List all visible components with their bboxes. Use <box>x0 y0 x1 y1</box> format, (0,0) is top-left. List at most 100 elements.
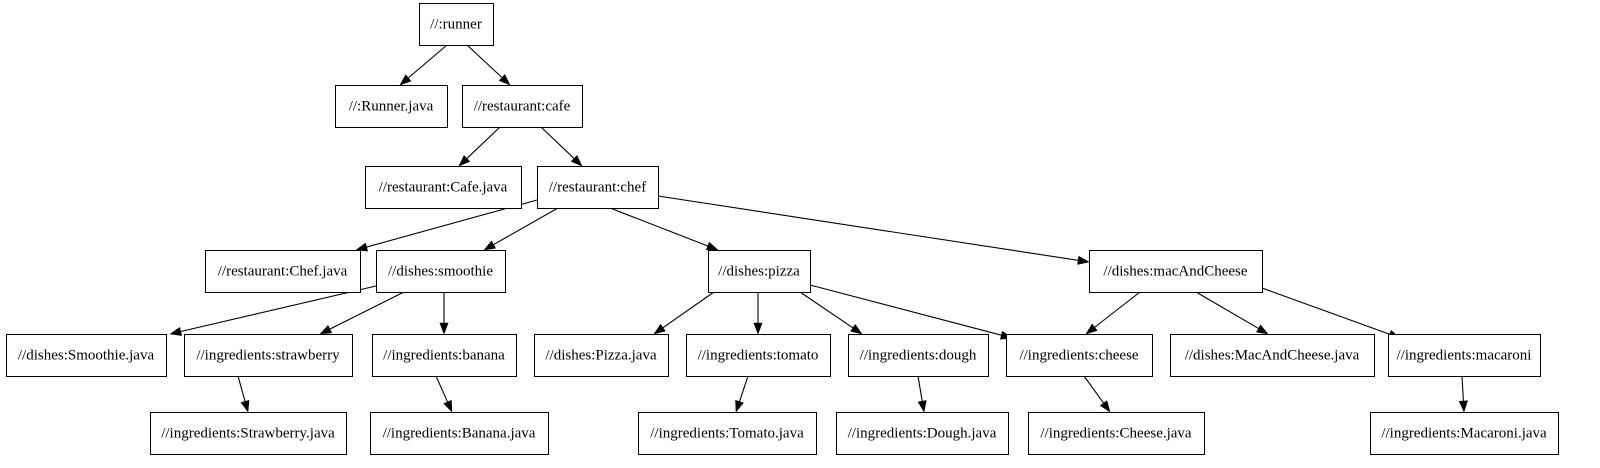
graph-node-macandcheese_java[interactable]: //dishes:MacAndCheese.java <box>1170 334 1375 377</box>
edge-arrowhead-icon <box>439 322 449 335</box>
node-label: //ingredients:Tomato.java <box>650 425 804 441</box>
graph-node-ing_dough[interactable]: //ingredients:dough <box>848 334 989 377</box>
edge-line <box>809 284 1002 336</box>
graph-edge <box>435 375 453 413</box>
node-box[interactable] <box>150 412 347 455</box>
node-box[interactable] <box>365 166 522 209</box>
edge-arrowhead-icon <box>1085 323 1098 335</box>
node-label: //ingredients:Banana.java <box>383 425 536 441</box>
edge-line <box>466 126 501 159</box>
graph-edge <box>1261 287 1401 339</box>
graph-node-pizza_java[interactable]: //dishes:Pizza.java <box>534 334 669 377</box>
graph-edge <box>735 375 749 413</box>
node-box[interactable] <box>184 334 353 377</box>
node-box[interactable] <box>1170 334 1375 377</box>
node-box[interactable] <box>335 85 448 128</box>
graph-edge <box>319 291 405 335</box>
edge-arrowhead-icon <box>850 323 863 335</box>
graph-node-restaurant_chef[interactable]: //restaurant:chef <box>537 166 659 209</box>
node-box[interactable] <box>6 334 167 377</box>
edge-line <box>237 375 246 402</box>
edge-line <box>493 207 559 246</box>
graph-node-ing_tomato[interactable]: //ingredients:tomato <box>686 334 831 377</box>
graph-node-dishes_pizza[interactable]: //dishes:pizza <box>708 250 811 293</box>
graph-edge <box>1083 375 1111 413</box>
node-box[interactable] <box>1089 250 1263 293</box>
node-box[interactable] <box>419 3 494 46</box>
node-box[interactable] <box>708 250 811 293</box>
node-label: //dishes:smoothie <box>388 263 493 279</box>
edge-arrowhead-icon <box>498 73 511 86</box>
graph-node-cheese_java[interactable]: //ingredients:Cheese.java <box>1028 412 1205 455</box>
node-label: //restaurant:Cafe.java <box>379 179 508 195</box>
edge-line <box>540 126 575 159</box>
node-box[interactable] <box>1388 334 1541 377</box>
graph-edge <box>1458 375 1468 413</box>
graph-edge <box>653 291 715 335</box>
node-box[interactable] <box>376 250 506 293</box>
edge-arrowhead-icon <box>399 74 412 86</box>
node-box[interactable] <box>370 412 549 455</box>
node-label: //dishes:pizza <box>718 263 800 279</box>
edge-line <box>1261 287 1390 335</box>
graph-node-banana_java[interactable]: //ingredients:Banana.java <box>370 412 549 455</box>
node-label: //ingredients:macaroni <box>1397 347 1532 363</box>
graph-edge <box>657 195 1090 265</box>
graph-node-tomato_java[interactable]: //ingredients:Tomato.java <box>638 412 817 455</box>
node-label: //ingredients:Strawberry.java <box>161 425 335 441</box>
graph-edge <box>753 292 763 335</box>
graph-node-ing_banana[interactable]: //ingredients:banana <box>372 334 517 377</box>
graph-edge <box>466 44 511 86</box>
graph-node-smoothie_java[interactable]: //dishes:Smoothie.java <box>6 334 167 377</box>
edge-arrowhead-icon <box>319 324 333 335</box>
node-label: //restaurant:cafe <box>474 98 571 114</box>
node-box[interactable] <box>1370 412 1559 455</box>
node-box[interactable] <box>462 85 583 128</box>
graph-node-ing_macaroni[interactable]: //ingredients:macaroni <box>1388 334 1541 377</box>
edge-line <box>329 291 405 330</box>
graph-node-runner[interactable]: //:runner <box>419 3 494 46</box>
node-label: //ingredients:dough <box>860 347 977 363</box>
graph-node-ing_cheese[interactable]: //ingredients:cheese <box>1006 334 1153 377</box>
graph-edge <box>458 126 501 167</box>
edge-line <box>180 285 377 333</box>
edge-line <box>466 44 503 78</box>
edge-arrowhead-icon <box>240 399 250 413</box>
node-label: //ingredients:strawberry <box>196 347 340 363</box>
graph-node-restaurant_cafe[interactable]: //restaurant:cafe <box>462 85 583 128</box>
graph-edge <box>483 207 559 251</box>
edge-arrowhead-icon <box>570 154 583 167</box>
edge-arrowhead-icon <box>169 327 182 336</box>
graph-node-chef_java[interactable]: //restaurant:Chef.java <box>205 250 361 293</box>
graph-edge <box>399 44 448 86</box>
edge-arrowhead-icon <box>355 242 369 252</box>
node-box[interactable] <box>372 334 517 377</box>
graph-edge <box>799 291 863 335</box>
node-box[interactable] <box>1028 412 1205 455</box>
graph-node-strawberry_java[interactable]: //ingredients:Strawberry.java <box>150 412 347 455</box>
node-box[interactable] <box>537 166 659 209</box>
edge-line <box>1461 375 1464 402</box>
node-box[interactable] <box>205 250 361 293</box>
graph-node-macaroni_java[interactable]: //ingredients:Macaroni.java <box>1370 412 1559 455</box>
graph-node-dishes_smoothie[interactable]: //dishes:smoothie <box>376 250 506 293</box>
graph-edge <box>609 207 719 251</box>
graph-node-dishes_macandch[interactable]: //dishes:macAndCheese <box>1089 250 1263 293</box>
edge-line <box>1083 375 1105 404</box>
node-label: //restaurant:Chef.java <box>218 263 348 279</box>
node-box[interactable] <box>1006 334 1153 377</box>
graph-edge <box>540 126 583 167</box>
node-box[interactable] <box>534 334 669 377</box>
graph-node-dough_java[interactable]: //ingredients:Dough.java <box>836 412 1009 455</box>
graph-node-ing_strawberry[interactable]: //ingredients:strawberry <box>184 334 353 377</box>
node-box[interactable] <box>638 412 817 455</box>
graph-node-runner_java[interactable]: //:Runner.java <box>335 85 448 128</box>
node-box[interactable] <box>686 334 831 377</box>
graph-edge <box>1085 291 1141 335</box>
graph-node-cafe_java[interactable]: //restaurant:Cafe.java <box>365 166 522 209</box>
node-box[interactable] <box>836 412 1009 455</box>
node-box[interactable] <box>848 334 989 377</box>
edge-line <box>1195 291 1259 329</box>
